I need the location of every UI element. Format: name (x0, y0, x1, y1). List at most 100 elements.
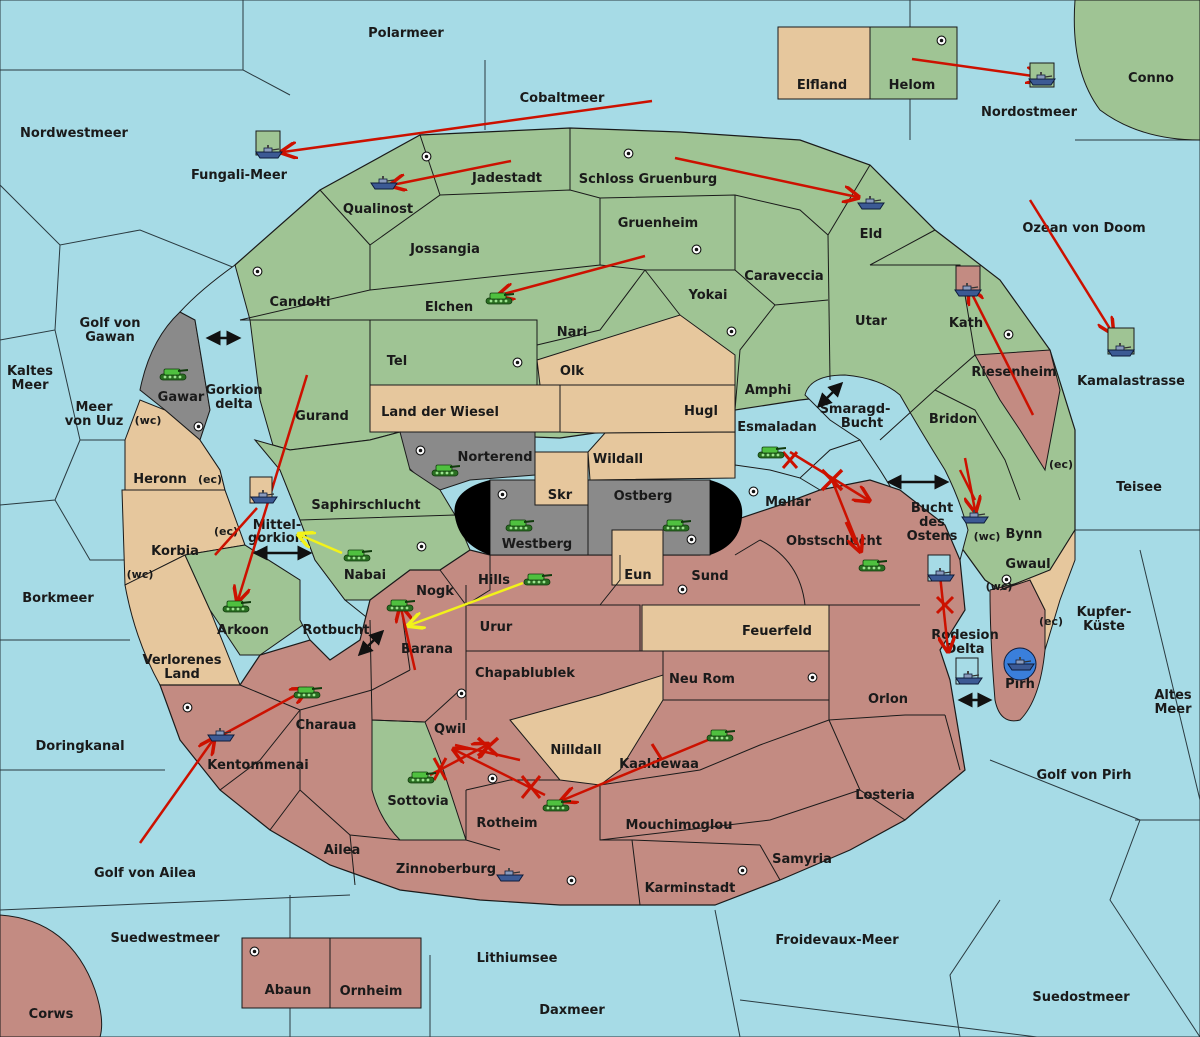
label-qualinost: Qualinost (343, 202, 413, 217)
label-hills: Hills (478, 573, 510, 588)
tank-icon[interactable] (757, 446, 786, 459)
label-teisee: Teisee (1116, 480, 1162, 495)
label-ailea: Ailea (324, 843, 361, 858)
territory-elfland[interactable] (777, 26, 871, 100)
label-charaua: Charaua (296, 718, 357, 733)
double-arrow-icon (205, 330, 993, 708)
label-hugl: Hugl (684, 404, 718, 419)
label-yokai: Yokai (687, 288, 727, 303)
dot-circle-icon (193, 421, 204, 432)
label-borkmeer: Borkmeer (22, 591, 94, 606)
tank-icon[interactable] (222, 600, 251, 613)
tank-icon[interactable] (485, 292, 514, 305)
dot-circle-icon (421, 151, 432, 162)
label-polarmeer: Polarmeer (368, 26, 444, 41)
label-suedwestmeer: Suedwestmeer (110, 931, 220, 946)
tank-icon[interactable] (505, 519, 534, 532)
label-golfpirh: Golf von Pirh (1036, 768, 1131, 783)
label-bynn-wc: (wc) (974, 530, 1001, 543)
territory-gwaul[interactable] (999, 528, 1076, 651)
tank-icon[interactable] (858, 559, 887, 572)
label-abaun: Abaun (265, 983, 312, 998)
tank-icon[interactable] (523, 573, 552, 586)
territory-feuerfeld[interactable] (641, 604, 830, 652)
dot-circle-icon (415, 445, 426, 456)
tank-icon[interactable] (706, 729, 735, 742)
label-olk: Olk (560, 364, 585, 379)
tank-icon[interactable] (542, 799, 571, 812)
dot-circle-icon (691, 244, 702, 255)
label-smaragd-a: Smaragd- (820, 402, 891, 417)
label-esmaladan: Esmaladan (737, 420, 817, 435)
label-feuerfeld: Feuerfeld (742, 624, 812, 639)
tank-icon[interactable] (407, 771, 436, 784)
label-altes-b: Meer (1155, 702, 1193, 717)
tank-icon[interactable] (662, 519, 691, 532)
dot-circle-icon (807, 672, 818, 683)
dot-circle-icon (726, 326, 737, 337)
dot-circle-icon (686, 534, 697, 545)
territory-conno[interactable] (1073, 0, 1200, 141)
label-golfailea: Golf von Ailea (94, 866, 196, 881)
label-rotheim: Rotheim (476, 816, 537, 831)
label-sund: Sund (691, 569, 728, 584)
label-gorkion-a: Gorkion (205, 383, 262, 398)
label-gruenheim: Gruenheim (618, 216, 698, 231)
label-kaltes-b: Meer (12, 378, 50, 393)
label-nari: Nari (557, 325, 588, 340)
label-saphirschlucht: Saphirschlucht (311, 498, 420, 513)
label-mouchimoglou: Mouchimoglou (626, 818, 733, 833)
territory-riesenheim[interactable] (974, 349, 1061, 472)
label-eld: Eld (860, 227, 883, 242)
territory-ornheim[interactable] (329, 937, 422, 1009)
label-gorkion-b: delta (215, 397, 253, 412)
label-utar: Utar (855, 314, 888, 329)
label-caraveccia: Caraveccia (744, 269, 823, 284)
tank-icon[interactable] (386, 599, 415, 612)
tank-icon[interactable] (293, 686, 322, 699)
dot-circle-icon (252, 266, 263, 277)
label-landwiesel: Land der Wiesel (381, 405, 499, 420)
label-cobaltmeer: Cobaltmeer (520, 91, 605, 106)
label-verloren-a: Verlorenes (142, 653, 221, 668)
label-tel: Tel (387, 354, 407, 369)
label-norterend: Norterend (457, 450, 532, 465)
label-pirh: Pirh (1005, 677, 1035, 692)
territory-olk[interactable] (536, 314, 736, 386)
territory-saphirschlucht[interactable] (253, 431, 456, 521)
label-golfgawan-a: Golf von (80, 316, 141, 331)
label-losteria: Losteria (855, 788, 915, 803)
label-ostberg: Ostberg (614, 489, 673, 504)
label-obstschlucht: Obstschlucht (786, 534, 882, 549)
label-jadestadt: Jadestadt (471, 171, 542, 186)
label-eun: Eun (624, 568, 651, 583)
label-sottovia: Sottovia (387, 794, 448, 809)
dot-circle-icon (623, 148, 634, 159)
label-gurand: Gurand (295, 409, 349, 424)
tank-icon[interactable] (159, 368, 188, 381)
label-bynn: Bynn (1006, 527, 1043, 542)
label-zinnoberburg: Zinnoberburg (396, 862, 496, 877)
label-karminstadt: Karminstadt (645, 881, 736, 896)
label-bucht-b: des (919, 515, 945, 530)
label-ornheim: Ornheim (340, 984, 403, 999)
red-x-icon (476, 468, 844, 758)
label-kaltes-a: Kaltes (7, 364, 53, 379)
label-meeruuz-a: Meer (76, 400, 114, 415)
tank-icon[interactable] (343, 549, 372, 562)
label-qwil: Qwil (434, 722, 466, 737)
label-heronn-ec: (ec) (198, 473, 222, 486)
label-altes-a: Altes (1154, 688, 1192, 703)
label-riesenheim: Riesenheim (971, 365, 1056, 380)
tank-icon[interactable] (431, 464, 460, 477)
territory-wildall[interactable] (587, 431, 736, 481)
label-kath: Kath (949, 316, 983, 331)
territory-verlorenes-land[interactable] (124, 554, 241, 686)
territory-nilldall[interactable] (509, 674, 664, 786)
label-wildall: Wildall (593, 452, 643, 467)
label-daxmeer: Daxmeer (539, 1003, 605, 1018)
capsule-left (454, 480, 490, 555)
territory-corws[interactable] (0, 914, 103, 1037)
label-rotbucht: Rotbucht (303, 623, 370, 638)
